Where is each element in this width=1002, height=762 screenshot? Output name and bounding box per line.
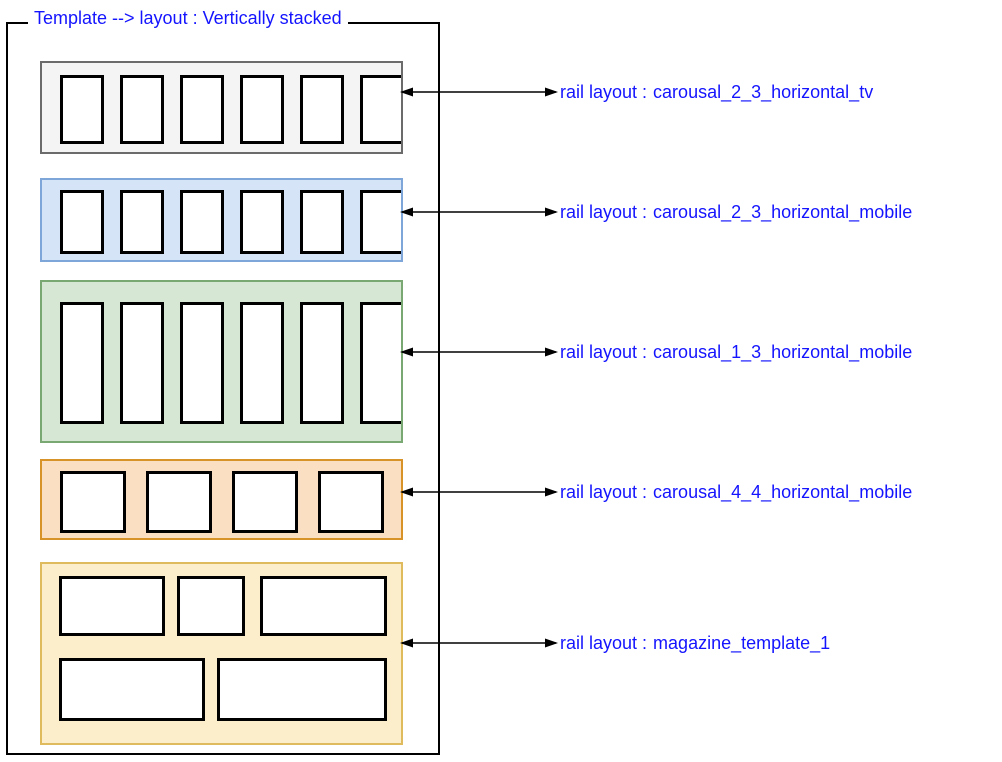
rail-card[interactable]	[59, 658, 205, 721]
rail-card[interactable]	[146, 471, 212, 533]
annotation-arrow-rail-3	[400, 340, 558, 364]
annotation-label-prefix: rail layout :	[560, 633, 648, 653]
rail-card[interactable]	[300, 190, 344, 254]
rail-card[interactable]	[360, 302, 401, 424]
rail-card[interactable]	[260, 576, 387, 636]
rail-card[interactable]	[120, 190, 164, 254]
rail-card[interactable]	[318, 471, 384, 533]
rail-carousal_1_3_horizontal_mobile[interactable]	[40, 280, 403, 443]
annotation-label-prefix: rail layout :	[560, 202, 648, 222]
rail-card[interactable]	[120, 302, 164, 424]
rail-card[interactable]	[240, 75, 284, 144]
annotation-label-rail-4: rail layout :carousal_4_4_horizontal_mob…	[560, 480, 912, 504]
rail-carousal_4_4_horizontal_mobile[interactable]	[40, 459, 403, 540]
annotation-label-value: carousal_2_3_horizontal_tv	[653, 82, 874, 102]
rail-card[interactable]	[60, 190, 104, 254]
rail-card[interactable]	[360, 190, 401, 254]
annotation-label-prefix: rail layout :	[560, 342, 648, 362]
annotation-arrow-rail-1	[400, 80, 558, 104]
rail-card[interactable]	[60, 302, 104, 424]
annotation-arrow-rail-4	[400, 480, 558, 504]
rail-card[interactable]	[177, 576, 245, 636]
rail-card[interactable]	[232, 471, 298, 533]
template-frame-title: Template --> layout : Vertically stacked	[28, 6, 348, 30]
rail-card[interactable]	[180, 75, 224, 144]
rail-inner	[42, 564, 401, 743]
annotation-label-value: carousal_2_3_horizontal_mobile	[653, 202, 913, 222]
rail-card[interactable]	[60, 75, 104, 144]
annotation-label-value: carousal_1_3_horizontal_mobile	[653, 342, 913, 362]
rail-card[interactable]	[180, 190, 224, 254]
rail-inner	[42, 180, 401, 260]
rail-card[interactable]	[300, 302, 344, 424]
rail-card[interactable]	[60, 471, 126, 533]
rail-card[interactable]	[240, 190, 284, 254]
rail-card[interactable]	[360, 75, 401, 144]
rail-inner	[42, 461, 401, 538]
annotation-label-value: carousal_4_4_horizontal_mobile	[653, 482, 913, 502]
annotation-label-value: magazine_template_1	[653, 633, 831, 653]
annotation-label-rail-2: rail layout :carousal_2_3_horizontal_mob…	[560, 200, 912, 224]
rail-magazine_template_1[interactable]	[40, 562, 403, 745]
annotation-arrow-rail-5	[400, 631, 558, 655]
rail-card[interactable]	[59, 576, 165, 636]
rail-card[interactable]	[240, 302, 284, 424]
rail-carousal_2_3_horizontal_mobile[interactable]	[40, 178, 403, 262]
annotation-label-prefix: rail layout :	[560, 82, 648, 102]
rail-card[interactable]	[217, 658, 387, 721]
rail-inner	[42, 282, 401, 441]
rail-card[interactable]	[120, 75, 164, 144]
annotation-label-rail-1: rail layout :carousal_2_3_horizontal_tv	[560, 80, 873, 104]
rail-card[interactable]	[180, 302, 224, 424]
rail-carousal_2_3_horizontal_tv[interactable]	[40, 61, 403, 154]
annotation-arrow-rail-2	[400, 200, 558, 224]
rail-card[interactable]	[300, 75, 344, 144]
annotation-label-rail-5: rail layout :magazine_template_1	[560, 631, 830, 655]
annotation-label-rail-3: rail layout :carousal_1_3_horizontal_mob…	[560, 340, 912, 364]
annotation-label-prefix: rail layout :	[560, 482, 648, 502]
rail-inner	[42, 63, 401, 152]
